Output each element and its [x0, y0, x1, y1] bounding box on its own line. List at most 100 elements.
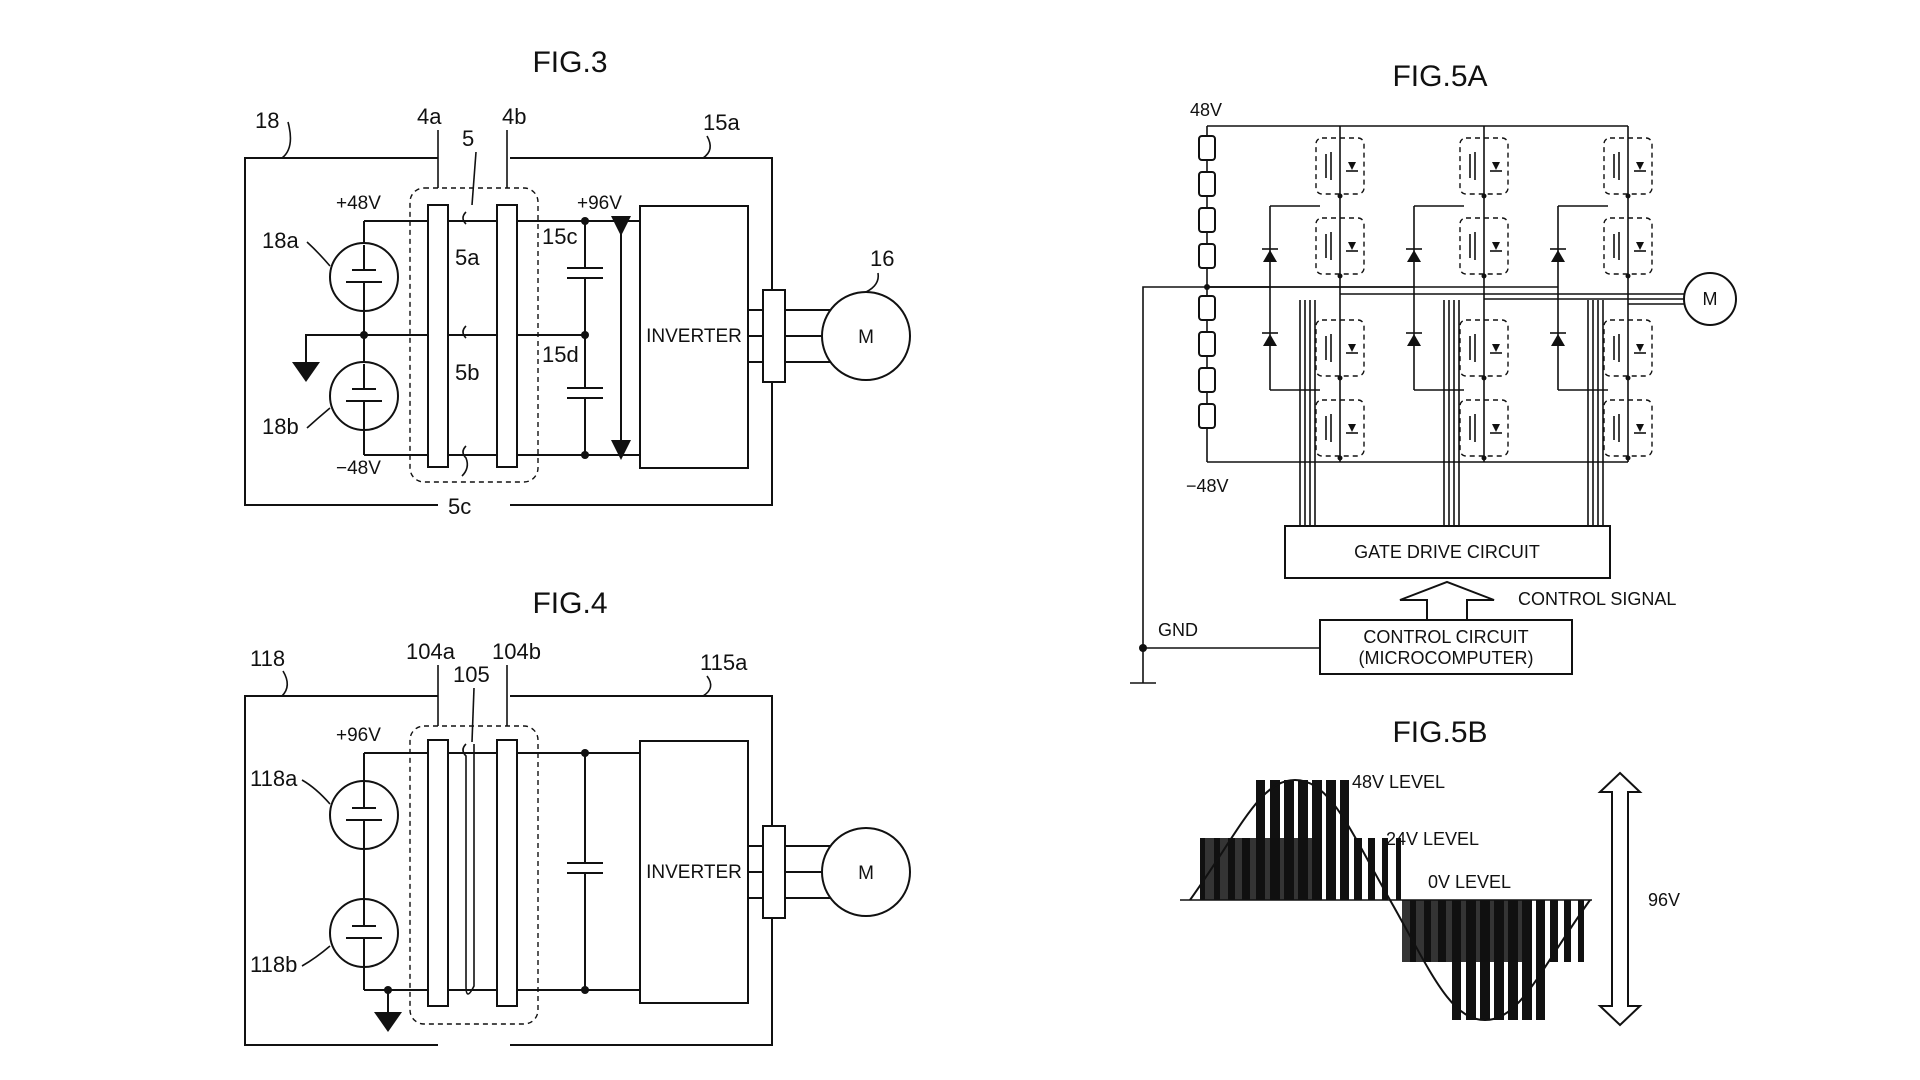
inverter-leg-2 [1207, 126, 1509, 526]
fig3-inverter-label: INVERTER [646, 326, 742, 347]
fig5b-sine-reference [1189, 778, 1591, 1022]
clamp-diode-icon [1407, 334, 1421, 346]
fig4-ref-118: 118 [250, 646, 285, 671]
fig4-inverter-box [639, 740, 749, 1004]
fig5b-24v-level: 24V LEVEL [1386, 829, 1479, 849]
fig5a-control-circuit [1319, 619, 1573, 675]
fig4-ref-115a: 115a [700, 650, 748, 675]
fig3-ref-16: 16 [870, 246, 894, 271]
clamp-diode-icon [1551, 250, 1565, 262]
fig5a-motor [1683, 272, 1737, 326]
mosfet-switch [1459, 319, 1509, 381]
pwm-pulse [1550, 900, 1558, 962]
diode-icon [1348, 242, 1356, 250]
diode-icon [1348, 424, 1356, 432]
diode-icon [1492, 424, 1500, 432]
fig3-motor-label: M [858, 327, 874, 348]
mosfet-switch [1315, 217, 1365, 279]
fig5b: FIG.5B 48V LEVEL 24V LEVEL 0V LEVEL 96V [1180, 716, 1680, 1027]
inverter-leg-1 [1207, 126, 1365, 526]
fig3-ref-5b: 5b [455, 360, 479, 385]
fig5b-pwm-waveform [1200, 780, 1584, 1020]
pwm-pulse [1354, 838, 1362, 900]
fig3-minus48-label: −48V [336, 458, 381, 479]
fig5a-control-signal-label: CONTROL SIGNAL [1518, 589, 1676, 609]
pwm-band-positive [1202, 838, 1322, 900]
fig3-title: FIG.3 [532, 46, 607, 79]
fig4-battery-118b [329, 898, 399, 990]
fig3-ref-15c: 15c [542, 224, 577, 249]
pwm-band-negative [1402, 900, 1522, 962]
pwm-pulse [1396, 838, 1401, 900]
fig3-inverter-box [639, 205, 749, 469]
fig5a-gate-drive-circuit [1284, 525, 1611, 579]
fig5b-title: FIG.5B [1392, 716, 1487, 749]
fig3-ref-18a: 18a [262, 228, 299, 253]
battery-cell-3 [1198, 207, 1216, 233]
clamp-diode-icon [1263, 250, 1277, 262]
fig4-ref-104b: 104b [492, 639, 541, 664]
clamp-diode-icon [1407, 250, 1421, 262]
mosfet-switch [1315, 399, 1365, 461]
fig4-motor-label: M [858, 863, 874, 884]
mosfet-switch [1459, 137, 1509, 199]
diode-icon [1636, 242, 1644, 250]
diode-icon [1492, 162, 1500, 170]
fig3-ref-5: 5 [462, 126, 474, 151]
pwm-pulse [1326, 780, 1336, 900]
pwm-pulse [1578, 900, 1584, 962]
fig5b-96v-label: 96V [1648, 890, 1680, 910]
fig3-ref-15a: 15a [703, 110, 740, 135]
diode-icon [1348, 162, 1356, 170]
fig3-ref-5c: 5c [448, 494, 471, 519]
fig5a-gnd-label: GND [1158, 620, 1198, 640]
diode-icon [1636, 344, 1644, 352]
fig4-ref-104a: 104a [406, 639, 456, 664]
clamp-diode-icon [1263, 334, 1277, 346]
fig5b-96v-span-arrow [1597, 771, 1643, 1027]
fig4-ground-icon [374, 1012, 402, 1032]
fig5a-control-label-1: CONTROL CIRCUIT [1363, 627, 1528, 647]
pwm-pulse [1340, 780, 1349, 900]
inverter-leg-3 [1207, 126, 1653, 526]
fig3-connector [762, 289, 786, 383]
pwm-pulse [1522, 900, 1532, 1020]
fig4-motor [821, 827, 911, 917]
mosfet-switch [1315, 137, 1365, 199]
fig3-plus96-label: +96V [577, 193, 622, 214]
diode-icon [1492, 344, 1500, 352]
fig5a-gate-drive-label: GATE DRIVE CIRCUIT [1354, 542, 1540, 562]
fig4-battery-118a [329, 780, 399, 850]
fig5a-inverter-legs [1207, 126, 1653, 526]
fig4-cable-bundle-105 [409, 725, 539, 1025]
fig4-ref-118a: 118a [250, 766, 298, 791]
fig3-bus-bar-4b [496, 204, 518, 468]
mosfet-switch [1459, 217, 1509, 279]
fig5b-0v-level: 0V LEVEL [1428, 872, 1511, 892]
fig3-plus48-label: +48V [336, 193, 381, 214]
fig5a: FIG.5A 48V −48V GND M GATE DRIVE CIRCUIT… [1130, 60, 1737, 684]
fig5a-motor-label: M [1703, 289, 1718, 309]
fig3-bus-bar-4a [427, 204, 449, 468]
fig4-ref-118b: 118b [250, 952, 297, 977]
fig5a-control-label-2: (MICROCOMPUTER) [1359, 648, 1534, 668]
fig5b-48v-level: 48V LEVEL [1352, 772, 1445, 792]
clamp-diode-icon [1551, 334, 1565, 346]
fig5a-battery-string [1198, 135, 1216, 429]
mosfet-switch [1603, 399, 1653, 461]
mosfet-switch [1603, 217, 1653, 279]
battery-cell-1 [1198, 135, 1216, 161]
mosfet-switch [1603, 319, 1653, 381]
battery-cell-7 [1198, 367, 1216, 393]
fig4-bus-bar-104a [427, 739, 449, 1007]
fig4-ref-105: 105 [453, 662, 490, 687]
fig3-ref-5a: 5a [455, 245, 480, 270]
diode-icon [1636, 162, 1644, 170]
fig3-ref-4b: 4b [502, 104, 526, 129]
battery-cell-4 [1198, 243, 1216, 269]
fig3-ref-15d: 15d [542, 342, 579, 367]
fig5a-minus48v-label: −48V [1186, 476, 1229, 496]
fig4-inverter-label: INVERTER [646, 862, 742, 883]
fig5a-control-signal-arrow [1399, 580, 1495, 621]
